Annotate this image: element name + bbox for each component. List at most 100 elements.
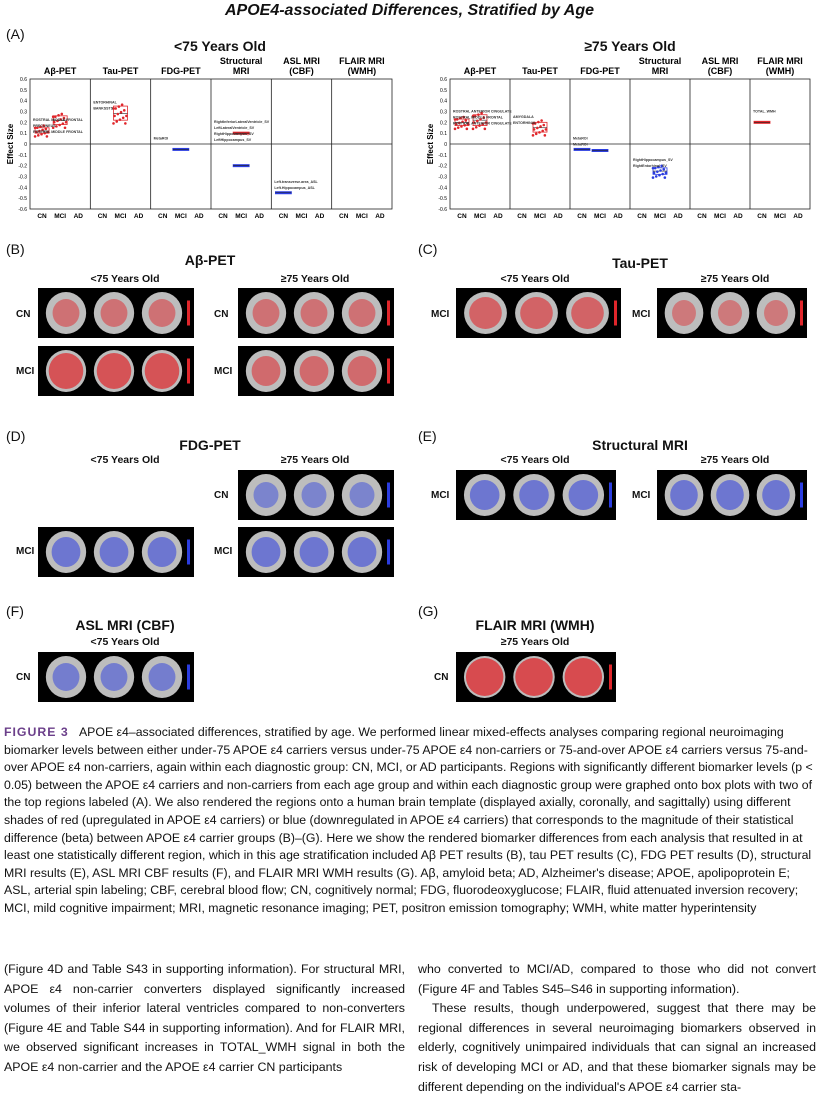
region-label: PRECUNEUS [33,124,56,128]
data-point [652,171,656,175]
region-label: TOTAL_WMH [753,109,776,113]
panel-g-sub: ≥75 Years Old [500,636,570,648]
panel-b-row-mci: MCI [16,366,35,377]
data-point [464,119,468,122]
x-tick-label: AD [793,213,803,220]
brain-slice [341,474,383,516]
y-tick-label: 0.4 [440,99,447,105]
panel-c-left-sub: <75 Years Old [500,273,570,285]
effect-overlay [571,297,604,329]
modality-header: ASL MRI [283,56,320,66]
data-point [456,126,460,129]
y-tick-label: -0.5 [438,196,447,202]
data-point [453,127,457,131]
panel-b-row-cn: CN [16,309,31,320]
data-point [463,123,466,127]
effect-overlay [564,658,603,696]
panel-b-row-cn-right: CN [214,309,229,320]
brain-slice-row [657,470,807,520]
panel-g-label: (G) [418,603,439,619]
panel-e-row-mci: MCI [431,490,450,501]
data-point [661,172,664,176]
data-point [538,131,541,134]
y-tick-label: 0.3 [440,110,447,116]
data-point [536,126,539,130]
y-tick-label: 0.6 [20,77,27,83]
modality-header: FDG-PET [161,66,201,76]
data-point [542,123,546,127]
colorbar [187,358,190,384]
brain-slice [710,292,750,334]
region-label: RightHippocampus_SV [214,132,254,136]
body-paragraph-1: who converted to MCI/AD, compared to tho… [418,962,816,996]
data-point [115,120,119,123]
effect-overlay [672,300,696,326]
data-point [41,128,44,132]
y-tick-label: -0.4 [18,185,27,191]
data-point [663,176,667,179]
effect-overlay [519,480,549,510]
data-point [658,173,661,177]
effect-overlay [253,482,279,508]
effect-overlay [520,297,553,329]
body-text-left: (Figure 4D and Table S43 in supporting i… [4,962,405,1074]
region-label: ROSTRAL MIDDLE FRONTAL [453,115,504,119]
region-label: ENTORHINAL [93,101,117,105]
data-point [541,129,544,133]
data-point [544,128,548,131]
figure-caption: FIGURE 3 APOE ε4–associated differences,… [4,724,814,918]
x-tick-label: CN [98,213,108,220]
data-point [532,128,536,131]
data-point [60,112,64,116]
x-tick-label: MCI [356,213,368,220]
data-point [55,125,58,128]
modality-header: FDG-PET [580,66,620,76]
x-tick-label: AD [733,213,743,220]
modality-header: MRI [652,66,669,76]
data-point [474,125,478,129]
data-point [462,115,465,119]
panel-e-row-mci-right: MCI [632,490,651,501]
data-point [660,164,663,168]
effect-overlay [347,537,377,567]
data-point [114,107,117,110]
data-point [459,116,462,120]
data-point [540,119,543,122]
data-point [453,118,457,121]
data-point [46,130,50,134]
y-tick-label: -0.1 [438,153,447,159]
effect-overlay [348,299,376,327]
data-point [664,171,668,175]
data-point [460,125,463,128]
x-tick-label: CN [637,213,647,220]
y-tick-label: 0.1 [440,131,447,137]
effect-overlay [469,480,500,510]
y-tick-label: -0.2 [438,164,447,170]
region-label: RightEntorhinal_SV [633,164,667,168]
effect-overlay [568,480,599,510]
x-tick-label: MCI [714,213,726,220]
data-point [656,170,659,173]
data-point [54,115,57,119]
data-point [654,175,658,178]
data-point [124,122,127,125]
data-point [484,121,488,124]
brain-slice-row [456,288,621,338]
panel-c-title: Tau-PET [612,255,668,271]
x-tick-label: MCI [774,213,786,220]
data-point [481,122,484,126]
effect-overlay [52,663,80,691]
effect-overlay [301,482,327,508]
y-tick-label: 0.3 [20,110,27,116]
x-tick-label: CN [577,213,587,220]
effect-overlay [515,658,553,696]
effect-overlay [147,537,177,567]
modality-header: Tau-PET [103,66,139,76]
panel-a-left-title: <75 Years Old [174,38,266,54]
panel-c-row-mci-right: MCI [632,309,651,320]
y-tick-label: 0.4 [20,99,27,105]
x-tick-label: AD [315,213,325,220]
colorbar [387,539,390,565]
region-label: BANKSSTS [93,107,113,111]
region-label: ROSTRAL MIDDLE FRONTAL [33,130,84,134]
